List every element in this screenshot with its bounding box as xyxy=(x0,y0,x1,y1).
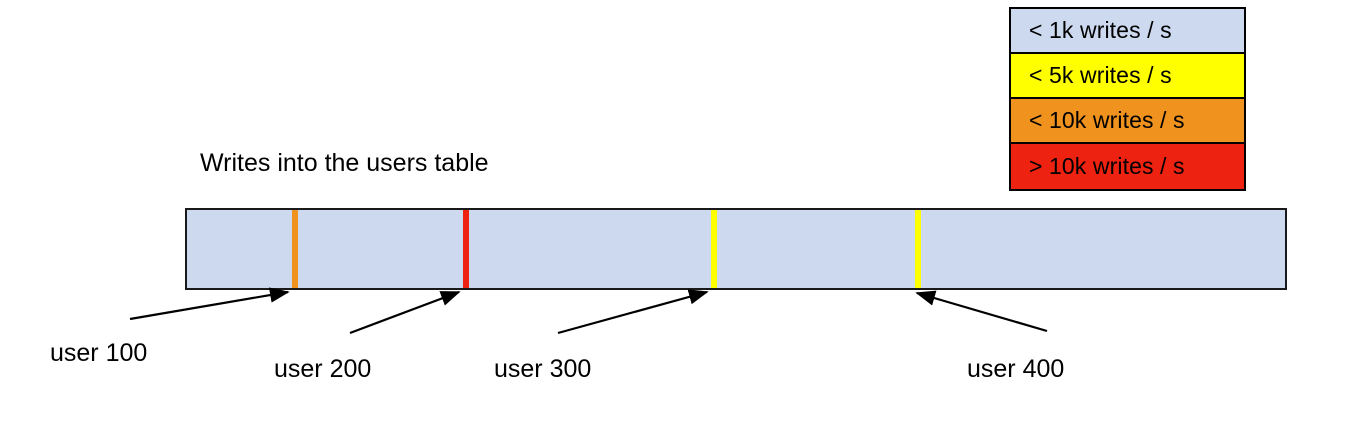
callout-label-user-100: user 100 xyxy=(50,339,148,367)
legend-label-over-10k: > 10k writes / s xyxy=(1029,153,1185,179)
callout-arrow-user-200 xyxy=(349,290,461,335)
callout-arrow-user-100 xyxy=(129,287,290,321)
legend-row-under-10k: < 10k writes / s xyxy=(1011,99,1244,144)
callout-label-user-400: user 400 xyxy=(967,355,1065,383)
users-table-bar xyxy=(185,208,1287,290)
legend-label-under-10k: < 10k writes / s xyxy=(1029,107,1185,133)
callout-label-user-200: user 200 xyxy=(274,355,372,383)
write-rate-legend: < 1k writes / s < 5k writes / s < 10k wr… xyxy=(1009,7,1246,191)
callout-label-user-300: user 300 xyxy=(494,355,592,383)
legend-row-under-1k: < 1k writes / s xyxy=(1011,9,1244,54)
partition-marker-user-300 xyxy=(711,210,717,288)
legend-label-under-1k: < 1k writes / s xyxy=(1029,17,1172,43)
callout-arrow-user-300 xyxy=(557,289,709,335)
callout-arrow-user-400 xyxy=(915,290,1048,333)
legend-row-over-10k: > 10k writes / s xyxy=(1011,144,1244,189)
partition-marker-user-400 xyxy=(915,210,921,288)
chart-title: Writes into the users table xyxy=(200,149,489,177)
partition-marker-user-100 xyxy=(292,210,298,288)
legend-label-under-5k: < 5k writes / s xyxy=(1029,62,1172,88)
legend-row-under-5k: < 5k writes / s xyxy=(1011,54,1244,99)
partition-marker-user-200 xyxy=(463,210,469,288)
